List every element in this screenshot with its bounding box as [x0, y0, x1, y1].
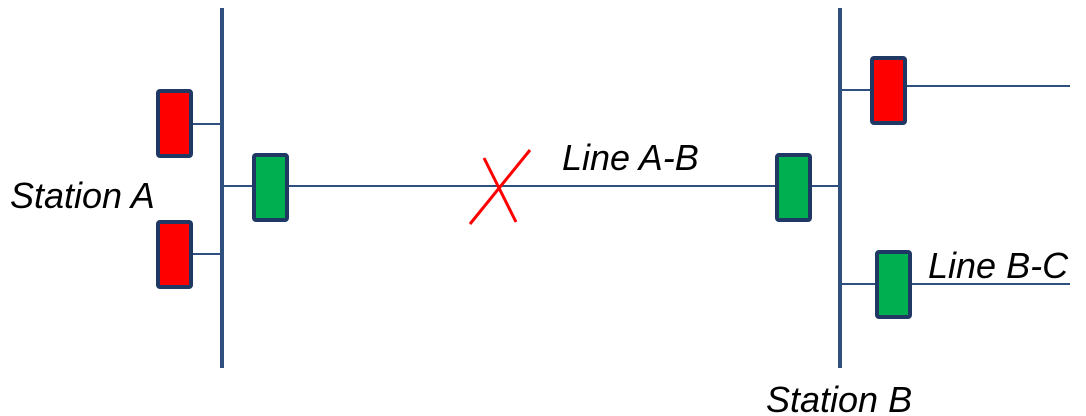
station-b-upper-breaker	[870, 56, 907, 125]
line-bc-label: Line B-C	[928, 245, 1069, 286]
station-b-line-ab-breaker	[775, 153, 812, 222]
fault-x-icon	[468, 149, 532, 225]
station-a-line-ab-breaker	[252, 153, 289, 222]
line-ab-label: Line A-B	[562, 137, 699, 178]
station-a-upper-breaker	[156, 89, 193, 158]
station-b-line-bc-breaker	[875, 250, 912, 319]
station-a-lower-breaker	[156, 220, 193, 289]
station-a-label: Station A	[10, 175, 155, 216]
station-b-label: Station B	[766, 379, 912, 416]
